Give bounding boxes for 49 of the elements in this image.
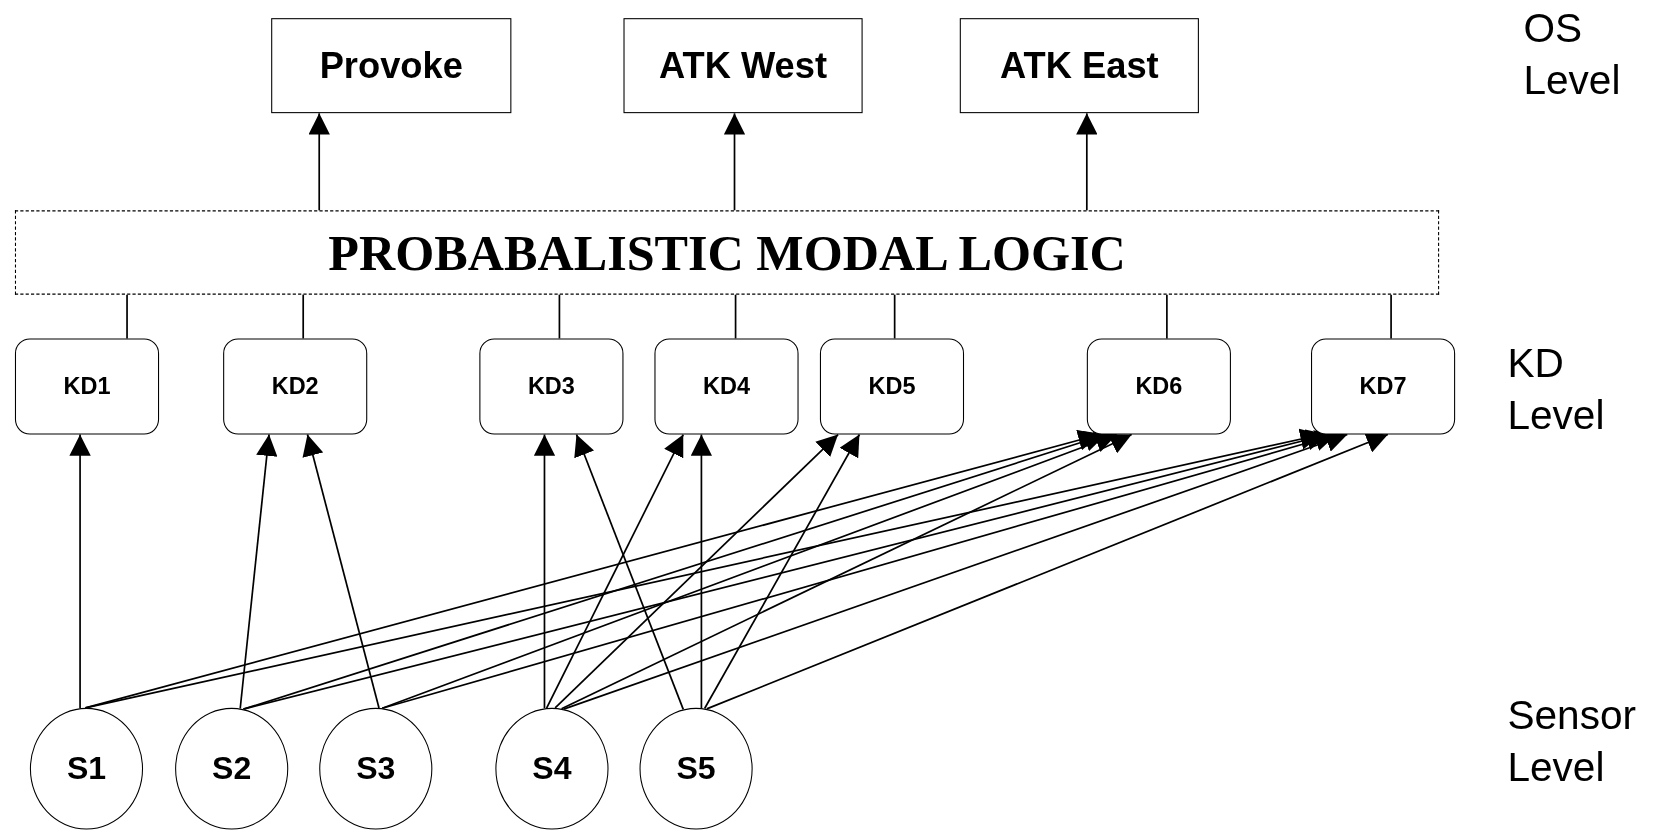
connector-line	[893, 293, 896, 340]
arrow	[703, 433, 861, 710]
arrow	[533, 433, 556, 710]
rounded-box	[654, 338, 799, 435]
arrow	[554, 433, 839, 709]
rounded-box	[223, 338, 368, 435]
node-label: S2	[212, 750, 252, 787]
arrow	[560, 433, 1133, 710]
node-label: Provoke	[319, 44, 463, 87]
node-label: S4	[532, 750, 572, 787]
connector-line	[302, 293, 305, 340]
node-label: ATK West	[659, 44, 828, 87]
node-label: KD3	[527, 372, 575, 401]
rounded-box	[479, 338, 624, 435]
connector-line	[734, 293, 737, 340]
arrow	[723, 112, 746, 212]
arrow	[302, 433, 380, 709]
node-label: S5	[676, 750, 716, 787]
arrow	[574, 433, 685, 711]
node-label: S3	[356, 750, 396, 787]
rounded-box	[14, 338, 160, 435]
process-box	[959, 18, 1199, 114]
level-label: Sensor Level	[1507, 691, 1637, 793]
node-label: KD7	[1359, 372, 1407, 401]
process-box	[623, 18, 863, 114]
node-label: ATK East	[1000, 44, 1159, 87]
level-label: KD Level	[1507, 339, 1606, 441]
connector-line	[1166, 293, 1168, 340]
arrow	[239, 433, 278, 710]
arrow	[69, 433, 91, 710]
arrow	[690, 433, 713, 709]
rounded-box	[819, 338, 965, 435]
connector-line	[1390, 293, 1392, 340]
connector-line	[558, 293, 561, 340]
rounded-box	[1311, 338, 1456, 435]
arrow	[1076, 112, 1098, 212]
node-label: KD4	[703, 372, 750, 401]
process-box	[271, 18, 512, 114]
node-label: KD2	[271, 372, 319, 401]
node-label: KD6	[1135, 372, 1183, 401]
arrow	[545, 433, 685, 709]
arrow	[308, 112, 330, 212]
connector-line	[126, 293, 128, 340]
level-label: OS Level	[1523, 4, 1622, 105]
node-label: PROBABALISTIC MODAL LOGIC	[328, 223, 1126, 282]
rounded-box	[1086, 338, 1231, 435]
node-label: S1	[66, 750, 107, 787]
node-label: KD5	[868, 372, 916, 401]
node-label: KD1	[63, 372, 111, 401]
